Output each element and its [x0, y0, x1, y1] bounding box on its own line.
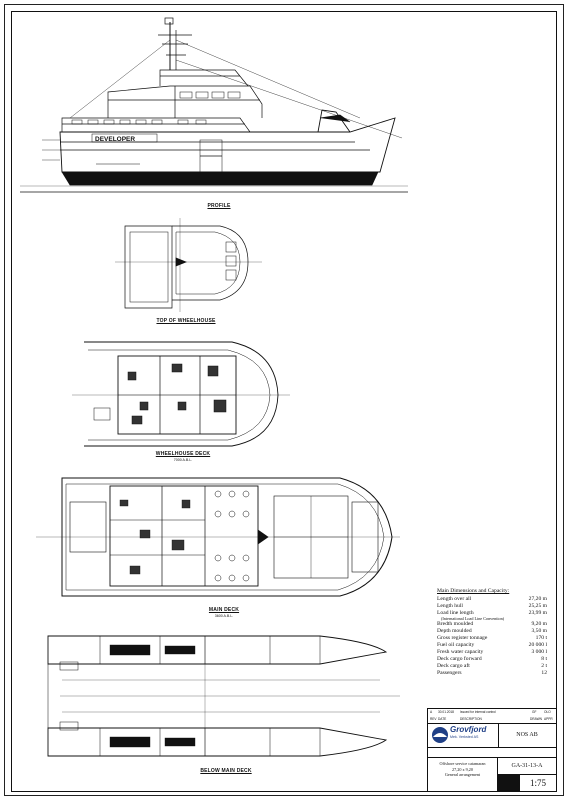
top-of-wheelhouse-view	[115, 218, 262, 312]
revision-header-date: DATE	[438, 717, 447, 721]
drawing-description: Offshore service catamaran 27,20 x 9,20 …	[428, 757, 498, 791]
revision-drawn: GF	[532, 710, 537, 714]
company-logo-icon	[432, 727, 448, 743]
drawing-scale: 1:75	[498, 774, 556, 791]
drawing-sheet	[4, 4, 564, 796]
wheelhouse-deck-view	[72, 341, 290, 447]
revision-header-drawn: DRAWN	[530, 717, 542, 721]
scale-block	[498, 774, 520, 791]
revision-letter: A	[430, 710, 433, 714]
description-line: Offshore service catamaran	[439, 761, 486, 766]
title-block: A 30.01.2018 Issued for internal control…	[427, 708, 557, 792]
wheelhouse-deck-elevation: 7000 A.B.L.	[173, 458, 193, 462]
main-deck-caption: MAIN DECK	[208, 607, 240, 613]
scale-value: 1:75	[529, 777, 546, 788]
main-deck-elevation: 3600 A.B.L.	[214, 614, 234, 618]
vessel-name-label: DEVELOPER	[95, 136, 135, 143]
revision-date: 30.01.2018	[438, 710, 454, 714]
revision-header-approved: APPR	[544, 717, 553, 721]
revision-header-rev: REV	[430, 717, 437, 721]
dimension-note: (International Load Line Convention)	[441, 615, 505, 621]
company-subtitle: Mek. Verksted AS	[450, 735, 479, 739]
company-logo: Grovfjord Mek. Verksted AS	[428, 723, 499, 748]
main-dimensions-title: Main Dimensions and Capacity:	[437, 588, 510, 594]
main-deck-view	[36, 477, 400, 597]
revision-approved: OLO	[544, 710, 551, 714]
title-block-divider	[428, 747, 556, 758]
client-name: NOS AB	[498, 723, 556, 748]
revision-description: Issued for internal control	[460, 710, 496, 714]
description-line: 27,20 x 9,20	[452, 766, 473, 772]
below-main-deck-caption: BELOW MAIN DECK	[200, 768, 252, 774]
profile-view: DEVELOPER	[20, 17, 408, 193]
company-name: Grovfjord	[450, 725, 487, 734]
description-line: General arrangement	[444, 772, 481, 778]
below-main-deck-view	[47, 635, 400, 757]
wheelhouse-deck-caption: WHEELHOUSE DECK	[155, 451, 211, 457]
profile-caption: PROFILE	[207, 203, 231, 209]
top-of-wheelhouse-caption: TOP OF WHEELHOUSE	[156, 318, 216, 324]
revision-header-description: DESCRIPTION	[460, 717, 482, 721]
drawing-frame	[11, 11, 557, 792]
revision-table: A 30.01.2018 Issued for internal control…	[428, 709, 556, 724]
main-dimensions-table: Main Dimensions and Capacity: Length ove…	[437, 588, 547, 677]
drawing-number: GA-31-13-A	[498, 757, 556, 775]
